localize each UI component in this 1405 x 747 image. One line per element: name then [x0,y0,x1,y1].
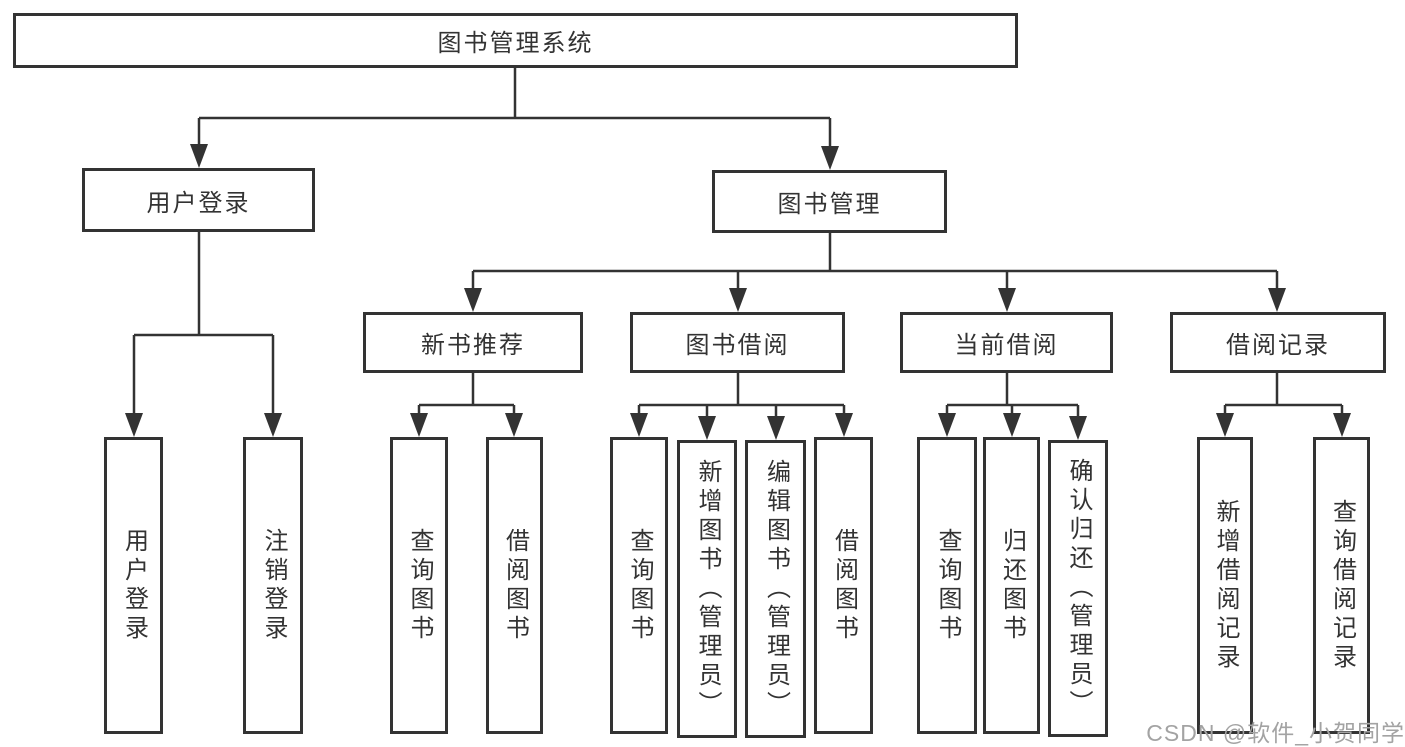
edge-borrowing-to-leaves [637,373,846,416]
leaf-add-books-admin: 新增图书（管理员） [677,440,737,738]
leaf-query-books-recommend: 查询图书 [390,437,448,734]
node-library-system: 图书管理系统 [13,13,1018,68]
leaf-user-login: 用户登录 [104,437,163,734]
edge-userlogin-to-leaves [132,232,275,414]
node-book-management: 图书管理 [712,170,947,233]
edge-bookmgmt-to-level3 [471,233,1279,290]
leaf-borrow-books-recommend-label: 借阅图书 [501,527,529,644]
leaf-user-login-label: 用户登录 [120,527,148,644]
leaf-query-books-borrowing-label: 查询图书 [626,527,653,644]
leaf-borrow-books-recommend: 借阅图书 [486,437,543,734]
edge-root-to-level2 [197,68,832,148]
node-book-borrowing-label: 图书借阅 [685,332,790,359]
node-new-book-recommend-label: 新书推荐 [421,332,525,359]
leaf-query-books-recommend-label: 查询图书 [406,527,433,644]
leaf-confirm-return-admin: 确认归还（管理员） [1048,440,1108,737]
leaf-query-books-current-label: 查询图书 [934,527,961,644]
edge-newbook-to-leaves [417,373,516,414]
node-current-borrowing: 当前借阅 [900,312,1113,373]
node-book-borrowing: 图书借阅 [630,312,845,373]
node-new-book-recommend: 新书推荐 [363,312,583,373]
leaf-add-borrow-record-label: 新增借阅记录 [1212,498,1239,673]
leaf-return-books: 归还图书 [983,437,1040,734]
node-borrow-records-label: 借阅记录 [1226,332,1330,359]
node-book-management-label: 图书管理 [777,191,882,218]
leaf-borrow-books-borrowing-label: 借阅图书 [830,527,858,644]
leaf-edit-books-admin-label: 编辑图书（管理员） [762,458,790,720]
leaf-add-borrow-record: 新增借阅记录 [1197,437,1253,734]
node-library-system-label: 图书管理系统 [437,30,594,57]
leaf-logout-label: 注销登录 [260,527,287,644]
leaf-query-books-current: 查询图书 [917,437,977,734]
node-user-login-label: 用户登录 [146,189,251,217]
leaf-query-books-borrowing: 查询图书 [610,437,668,734]
leaf-add-books-admin-label: 新增图书（管理员） [694,458,721,720]
leaf-query-borrow-record: 查询借阅记录 [1313,437,1370,734]
leaf-logout: 注销登录 [243,437,303,734]
leaf-borrow-books-borrowing: 借阅图书 [814,437,873,734]
node-user-login: 用户登录 [82,168,315,232]
edge-records-to-leaves [1223,373,1344,414]
leaf-confirm-return-admin-label: 确认归还（管理员） [1065,458,1092,719]
node-current-borrowing-label: 当前借阅 [954,332,1059,359]
leaf-edit-books-admin: 编辑图书（管理员） [745,440,806,738]
leaf-return-books-label: 归还图书 [998,527,1026,644]
csdn-watermark: CSDN @软件_小贺同学 [1146,720,1405,746]
node-borrow-records: 借阅记录 [1170,312,1386,373]
leaf-query-borrow-record-label: 查询借阅记录 [1328,498,1356,673]
edge-current-to-leaves [945,373,1080,416]
